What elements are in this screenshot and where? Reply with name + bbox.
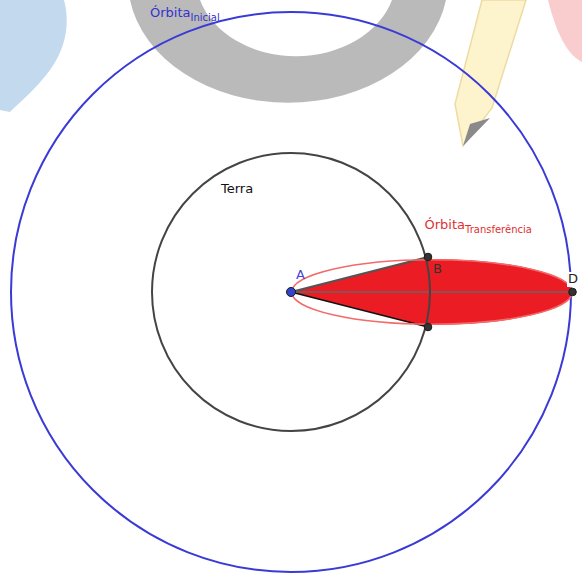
earth-circle-outline bbox=[152, 153, 430, 431]
transfer-orbit-outline bbox=[291, 260, 572, 325]
watermark-pencil-tip bbox=[463, 118, 490, 146]
watermark-arc bbox=[130, 0, 446, 103]
label-text: Terra bbox=[221, 181, 253, 196]
label-text: Órbita bbox=[150, 5, 191, 20]
point-label: D bbox=[567, 272, 579, 287]
initial-orbit-outline bbox=[11, 12, 571, 572]
label-subscript: Inicial bbox=[191, 12, 220, 23]
initial-orbit-label: ÓrbitaInicial bbox=[150, 5, 220, 24]
earth-circle-label: Terra bbox=[221, 181, 253, 197]
point-label: B bbox=[433, 262, 442, 277]
label-text: Órbita bbox=[425, 217, 466, 232]
transfer-sector bbox=[291, 257, 573, 327]
watermark-blob bbox=[0, 0, 67, 112]
point-a bbox=[287, 288, 296, 297]
transfer-orbit-outline bbox=[291, 259, 573, 325]
point-c bbox=[424, 323, 432, 331]
watermark-blob bbox=[548, 0, 582, 62]
axis-line bbox=[291, 291, 572, 293]
point-d bbox=[569, 288, 577, 296]
point-b bbox=[424, 253, 432, 261]
label-subscript: Transferência bbox=[465, 224, 532, 235]
transfer-orbit-label: ÓrbitaTransferência bbox=[425, 217, 532, 236]
transfer-orbit: ÓrbitaTransferência bbox=[291, 259, 573, 325]
point-label: A bbox=[296, 268, 305, 283]
